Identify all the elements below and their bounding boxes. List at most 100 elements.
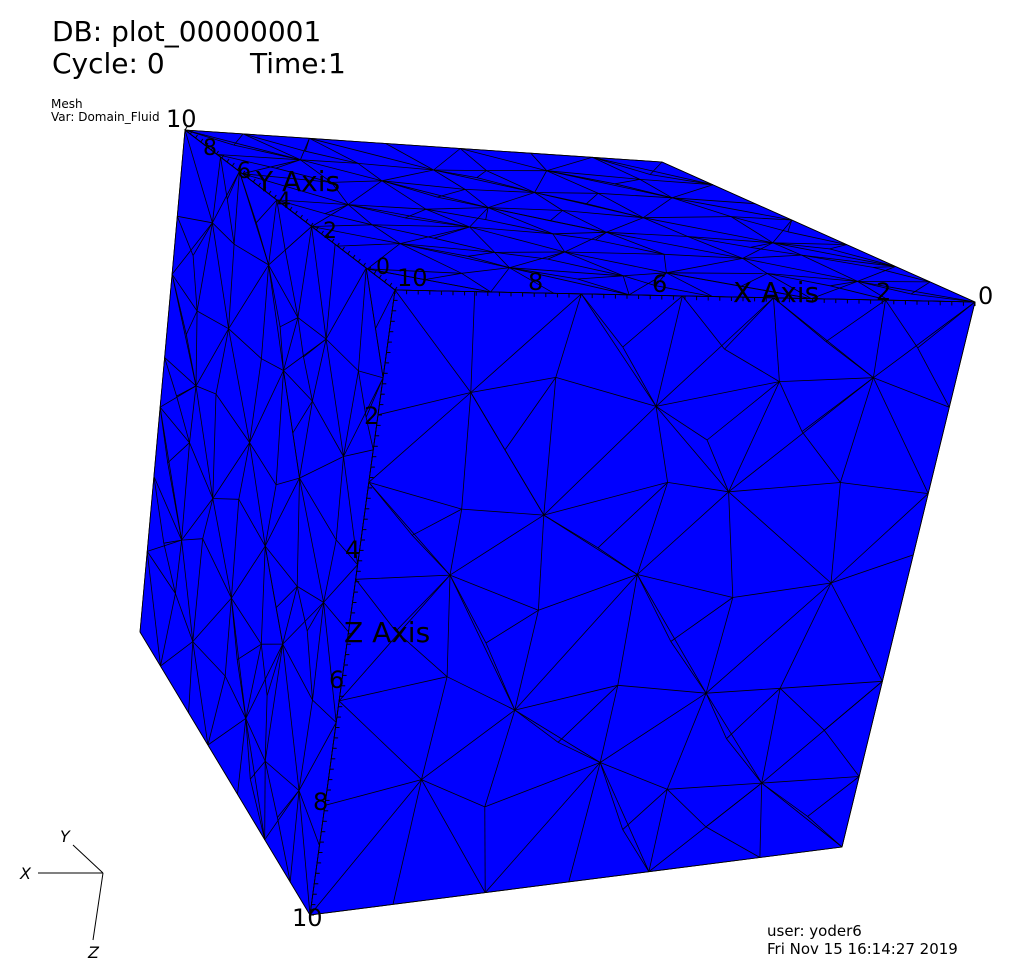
mesh-edge — [460, 148, 547, 172]
mesh-edge — [829, 248, 896, 267]
mesh-edge — [400, 243, 510, 269]
mesh-edge — [543, 377, 557, 516]
mesh-edge — [324, 700, 340, 806]
mesh-edge — [303, 338, 327, 358]
mesh-edge — [830, 554, 914, 584]
mesh-edge — [672, 197, 792, 221]
mesh-edge — [767, 273, 831, 287]
mesh-edge — [562, 210, 607, 233]
mesh-edge — [742, 242, 773, 259]
mesh-edge — [724, 297, 774, 350]
mesh-edge — [421, 709, 516, 780]
mesh-edge — [873, 377, 929, 494]
mesh-edge — [245, 644, 262, 719]
mesh-edge — [175, 593, 194, 642]
mesh-edge — [268, 264, 284, 371]
mesh-edge — [882, 554, 914, 682]
mesh-cube — [139, 129, 976, 917]
mesh-edge — [192, 538, 204, 642]
mesh-edge — [284, 249, 299, 318]
mesh-edge — [245, 643, 284, 719]
mesh-edge — [176, 395, 190, 443]
mesh-edge — [282, 644, 300, 791]
mesh-edge — [671, 184, 713, 199]
mesh-edge — [348, 204, 406, 219]
mesh-edge — [791, 219, 847, 245]
mesh-edge — [237, 718, 247, 795]
mesh-edge — [599, 685, 619, 763]
user-label: user: yoder6 — [767, 922, 862, 940]
mesh-edge — [929, 281, 976, 303]
mesh-edge — [358, 163, 434, 171]
mesh-edge — [309, 779, 422, 916]
mesh-edge — [772, 242, 896, 267]
mesh-edge — [279, 326, 284, 371]
mesh-edge — [215, 393, 250, 443]
mesh-edge — [325, 339, 344, 457]
mesh-edge — [331, 180, 382, 183]
axis-tick-marks — [184, 126, 976, 916]
mesh-edge — [146, 551, 176, 594]
mesh-edge — [146, 551, 161, 667]
mesh-edge — [292, 400, 313, 434]
mesh-edge — [296, 586, 308, 631]
mesh-edge — [546, 156, 593, 172]
mesh-edge — [325, 213, 373, 226]
mesh-edge — [927, 407, 950, 494]
mesh-edge — [365, 377, 384, 418]
mesh-edge — [405, 217, 470, 228]
mesh-edge — [586, 193, 599, 204]
mesh-edge — [231, 598, 247, 719]
mesh-edge — [666, 272, 713, 297]
mesh-edge — [705, 826, 761, 858]
mesh-edge — [568, 762, 601, 883]
mesh-edge — [339, 676, 448, 702]
mesh-edge — [238, 442, 250, 500]
mesh-edge — [446, 676, 515, 711]
mesh-edge — [801, 254, 858, 282]
mesh-edge — [192, 641, 209, 746]
axis-tick — [263, 186, 267, 191]
mesh-edge — [730, 216, 789, 233]
mesh-edge — [595, 239, 665, 255]
mesh-edge — [309, 137, 359, 164]
mesh-edge — [372, 224, 435, 239]
mesh-edge — [298, 700, 313, 791]
mesh-edge — [614, 179, 641, 185]
mesh-edge — [176, 129, 186, 217]
mesh-edge — [787, 219, 793, 232]
mesh-edge — [231, 499, 240, 599]
mesh-edge — [266, 643, 284, 696]
mesh-edge — [163, 539, 182, 544]
mesh-edge — [381, 180, 438, 198]
mesh-edge — [643, 216, 732, 219]
z-axis-tick-label: 6 — [329, 666, 344, 694]
mesh-edge — [277, 817, 291, 883]
mesh-edge — [779, 688, 825, 731]
mesh-edge — [207, 675, 226, 746]
mesh-edge — [261, 358, 284, 371]
mesh-edge — [670, 597, 734, 642]
mesh-edge — [577, 278, 630, 296]
axis-tick — [210, 146, 214, 151]
mesh-edge — [153, 407, 161, 477]
mesh-edge — [184, 129, 301, 161]
mesh-edge — [289, 881, 311, 916]
x-axis: 10 8 6 2 0 X Axis — [397, 264, 993, 310]
mesh-edge — [303, 356, 313, 402]
mesh-edge — [242, 159, 301, 175]
mesh-edge — [514, 709, 559, 743]
mesh-edge — [207, 744, 238, 795]
mesh-edge — [592, 156, 641, 180]
mesh-edge — [667, 782, 762, 790]
mesh-edge — [276, 199, 286, 251]
mesh-edge — [648, 857, 760, 873]
mesh-edge — [873, 266, 896, 268]
mesh-edge — [212, 393, 217, 499]
mesh-edge — [371, 224, 401, 244]
mesh-edge — [228, 244, 235, 329]
mesh-edge — [514, 709, 601, 763]
mesh-edge — [411, 535, 451, 576]
mesh-edge — [289, 790, 300, 883]
